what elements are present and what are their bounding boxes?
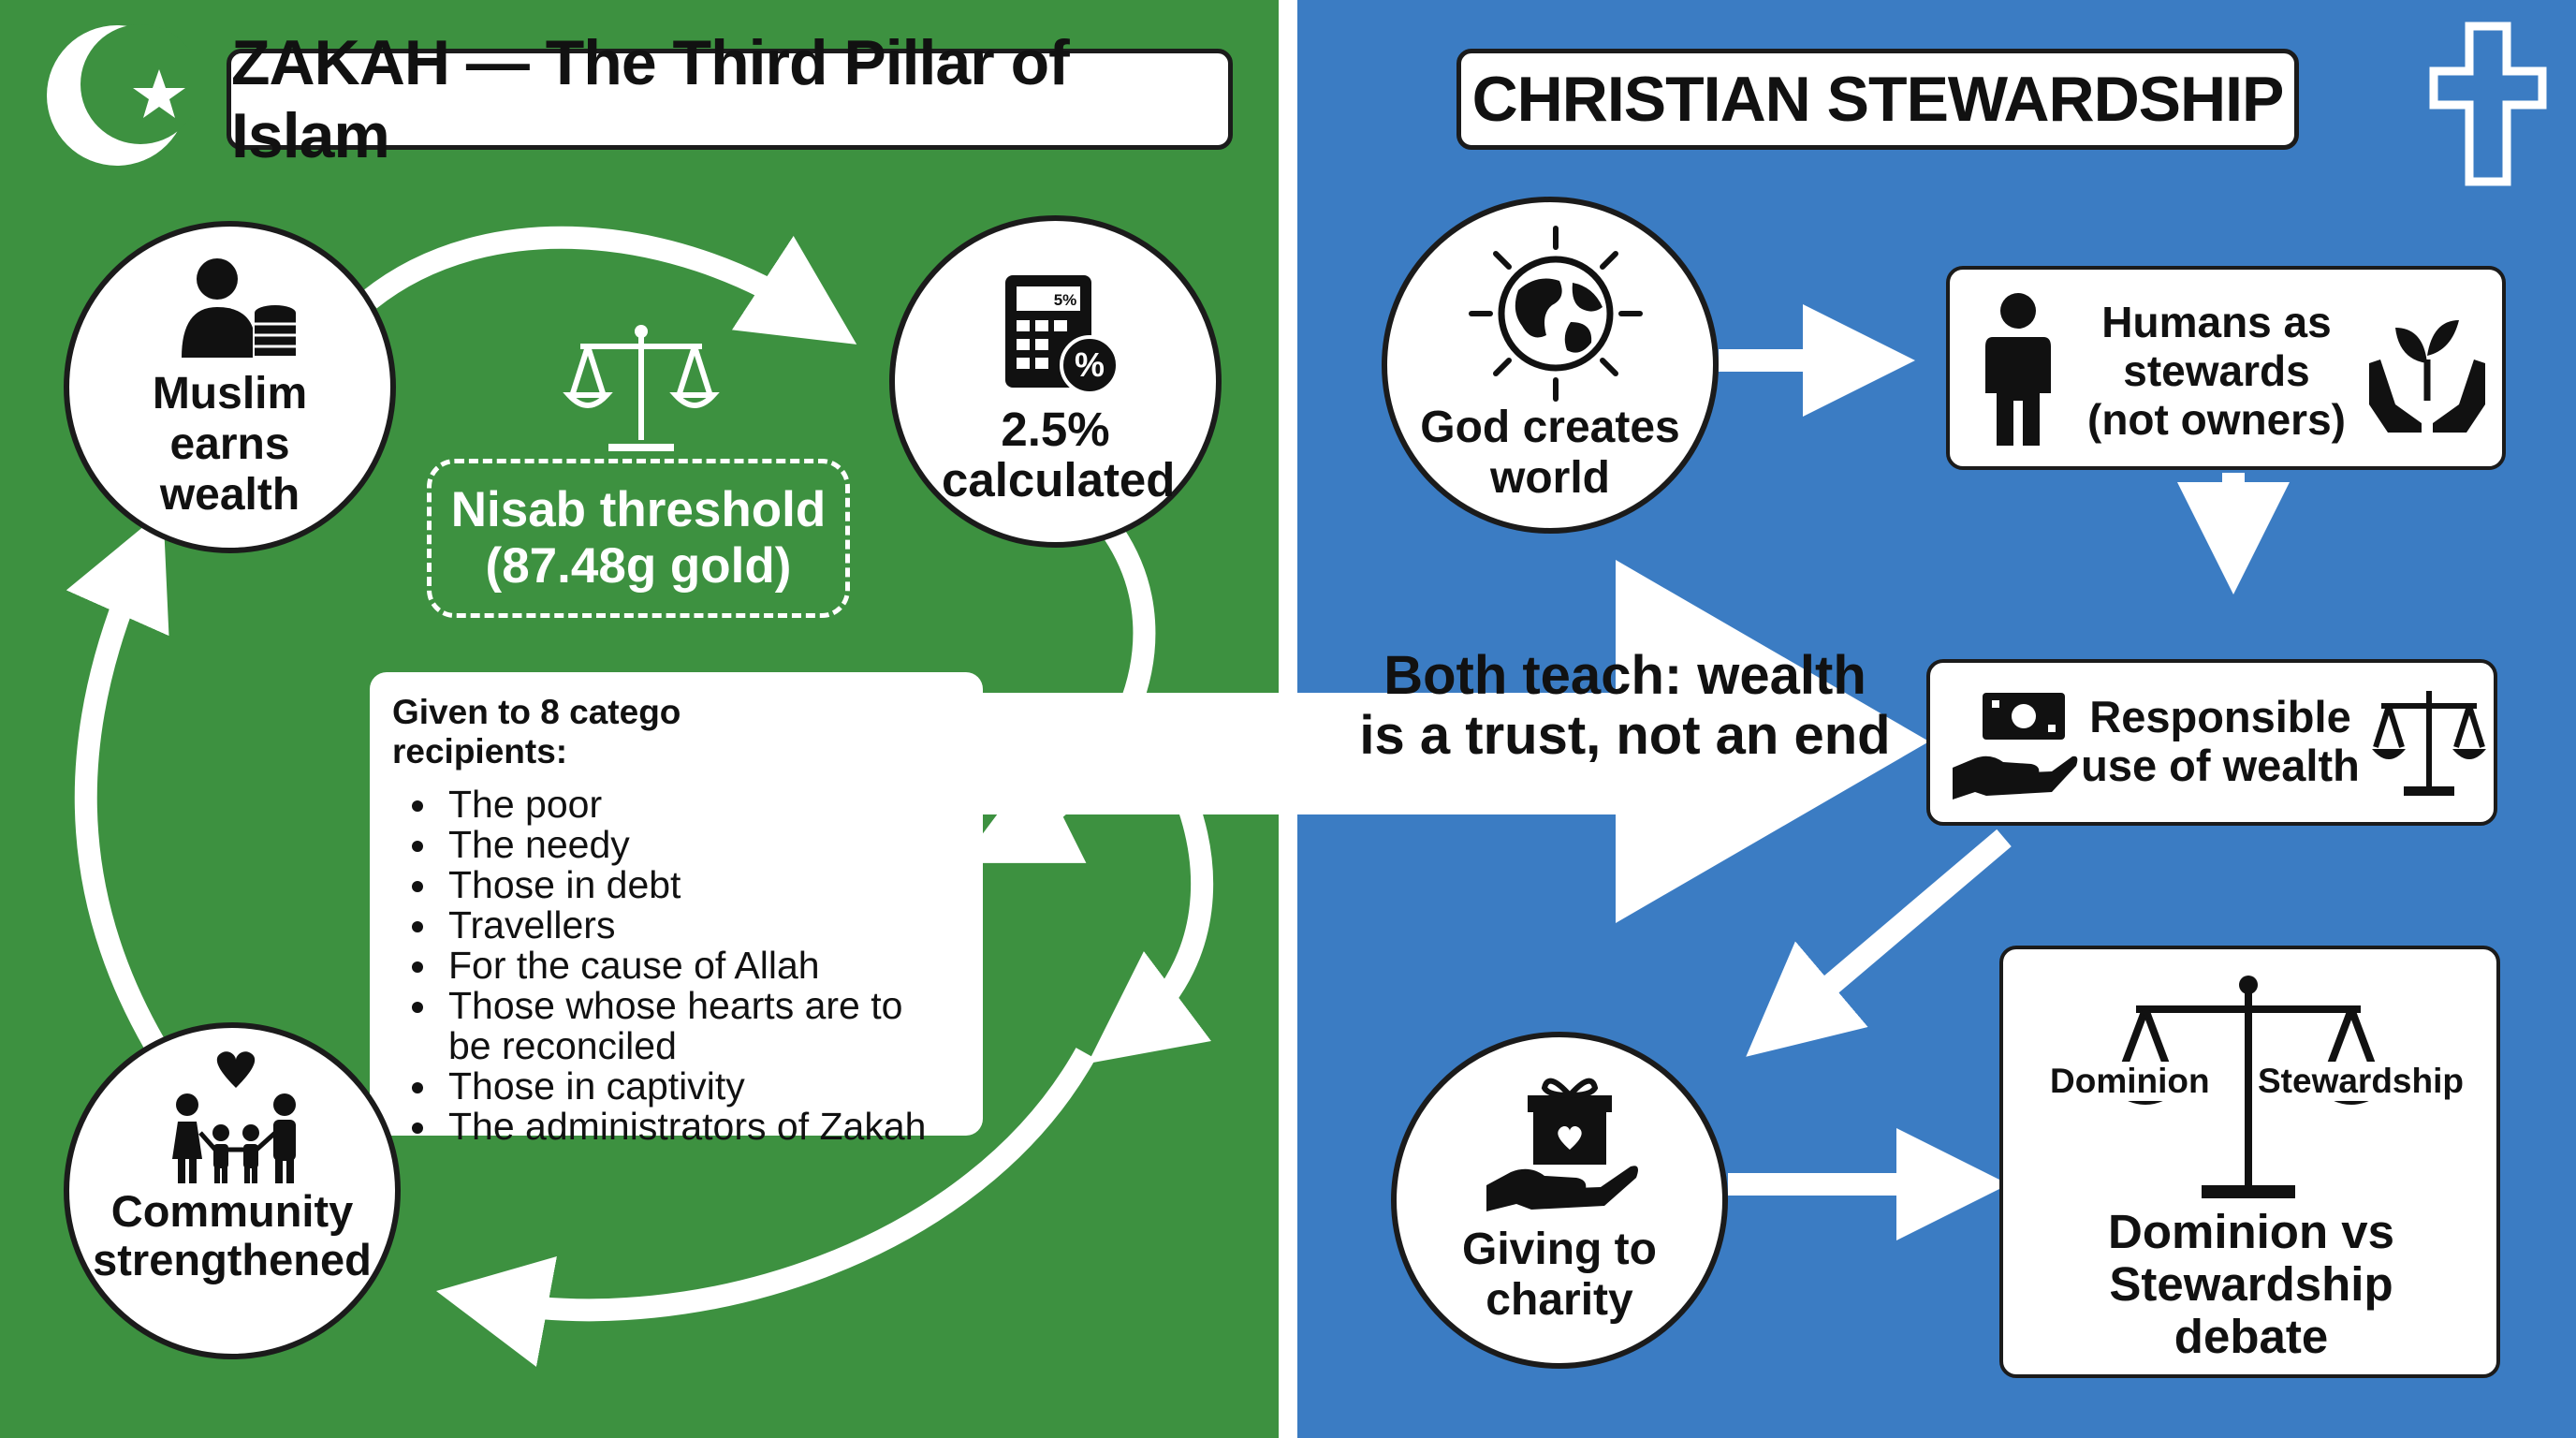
stewardship-arrows bbox=[1719, 304, 2290, 1240]
stewards-label: Humans as stewards (not owners) bbox=[2087, 298, 2346, 444]
node-god-creates: God creates world bbox=[1382, 197, 1719, 534]
recipient-item: Travellers bbox=[441, 905, 960, 946]
crescent-star-icon bbox=[47, 24, 192, 166]
recipients-list: The poor The needy Those in debt Travell… bbox=[392, 785, 960, 1147]
zakah-title-text: ZAKAH — The Third Pillar of Islam bbox=[231, 27, 1070, 171]
stewardship-title: CHRISTIAN STEWARDSHIP bbox=[1456, 49, 2299, 150]
stewardship-panel: CHRISTIAN STEWARDSHIP God creates world … bbox=[680, 0, 2576, 1438]
scale-left-label: Dominion bbox=[2050, 1062, 2218, 1101]
god-creates-label: God creates world bbox=[1420, 403, 1680, 503]
recipient-item: Those in captivity bbox=[441, 1066, 960, 1107]
both-teach-label: Both teach: wealth is a trust, not an en… bbox=[1359, 645, 1891, 766]
node-earns-wealth: Muslim earns wealth bbox=[64, 221, 396, 553]
arrow-community-to-earns bbox=[66, 510, 169, 1049]
scale-right-label: Stewardship bbox=[2258, 1062, 2482, 1101]
node-debate: Dominion Stewardship Dominion vs Steward… bbox=[1999, 946, 2500, 1378]
arrow-responsible-to-giving bbox=[1746, 829, 2012, 1057]
recipient-item: The poor bbox=[441, 785, 960, 825]
globe-sun-icon bbox=[1469, 226, 1643, 402]
person-icon bbox=[1985, 293, 2051, 446]
node-giving: Giving to charity bbox=[1391, 1032, 1728, 1369]
hands-plant-icon bbox=[2369, 320, 2485, 433]
recipient-item: Those in debt bbox=[441, 865, 960, 905]
arrow-earns-to-calculated bbox=[362, 226, 857, 345]
calculator-icon: 5% % bbox=[1005, 275, 1120, 395]
recipient-item: For the cause of Allah bbox=[441, 946, 960, 986]
community-label: Community strengthened bbox=[93, 1186, 372, 1284]
zakah-title: ZAKAH — The Third Pillar of Islam bbox=[227, 27, 1233, 171]
stewardship-title-text: CHRISTIAN STEWARDSHIP bbox=[1471, 64, 2285, 135]
nisab-label: Nisab threshold (87.48g gold) bbox=[450, 482, 827, 594]
both-teach-arrow bbox=[680, 560, 1929, 923]
responsible-label: Responsible use of wealth bbox=[2081, 692, 2360, 790]
gift-hand-icon bbox=[1486, 1078, 1638, 1211]
cross-icon bbox=[2429, 22, 2547, 186]
node-responsible: Responsible use of wealth bbox=[1926, 659, 2497, 826]
person-coins-icon bbox=[182, 258, 296, 358]
node-calculated: 5% % 2.5% calculated bbox=[889, 215, 1222, 548]
node-stewards: Humans as stewards (not owners) bbox=[1946, 266, 2506, 470]
debate-label: Dominion vs Stewardship debate bbox=[2107, 1205, 2395, 1363]
arrow-to-community bbox=[436, 1048, 1096, 1367]
node-community: Community strengthened bbox=[64, 1022, 401, 1359]
giving-label: Giving to charity bbox=[1462, 1225, 1657, 1325]
recipient-item: The administrators of Zakah bbox=[441, 1107, 960, 1147]
calculator-percent: 5% bbox=[1054, 291, 1077, 309]
recipients-box: Given to 8 categories of recipients: The… bbox=[370, 672, 983, 1147]
family-heart-icon bbox=[172, 1051, 296, 1183]
recipient-item: The needy bbox=[441, 825, 960, 865]
calculated-label: 2.5% calculated bbox=[942, 403, 1176, 506]
balance-scale-icon bbox=[563, 325, 720, 451]
svg-text:%: % bbox=[1075, 345, 1105, 384]
nisab-threshold-box: Nisab threshold (87.48g gold) bbox=[427, 459, 850, 618]
balance-scale-icon bbox=[2372, 691, 2486, 796]
money-hand-icon bbox=[1953, 693, 2078, 800]
recipient-item: Those whose hearts are to be reconciled bbox=[441, 986, 916, 1066]
earns-wealth-label: Muslim earns wealth bbox=[152, 369, 308, 520]
